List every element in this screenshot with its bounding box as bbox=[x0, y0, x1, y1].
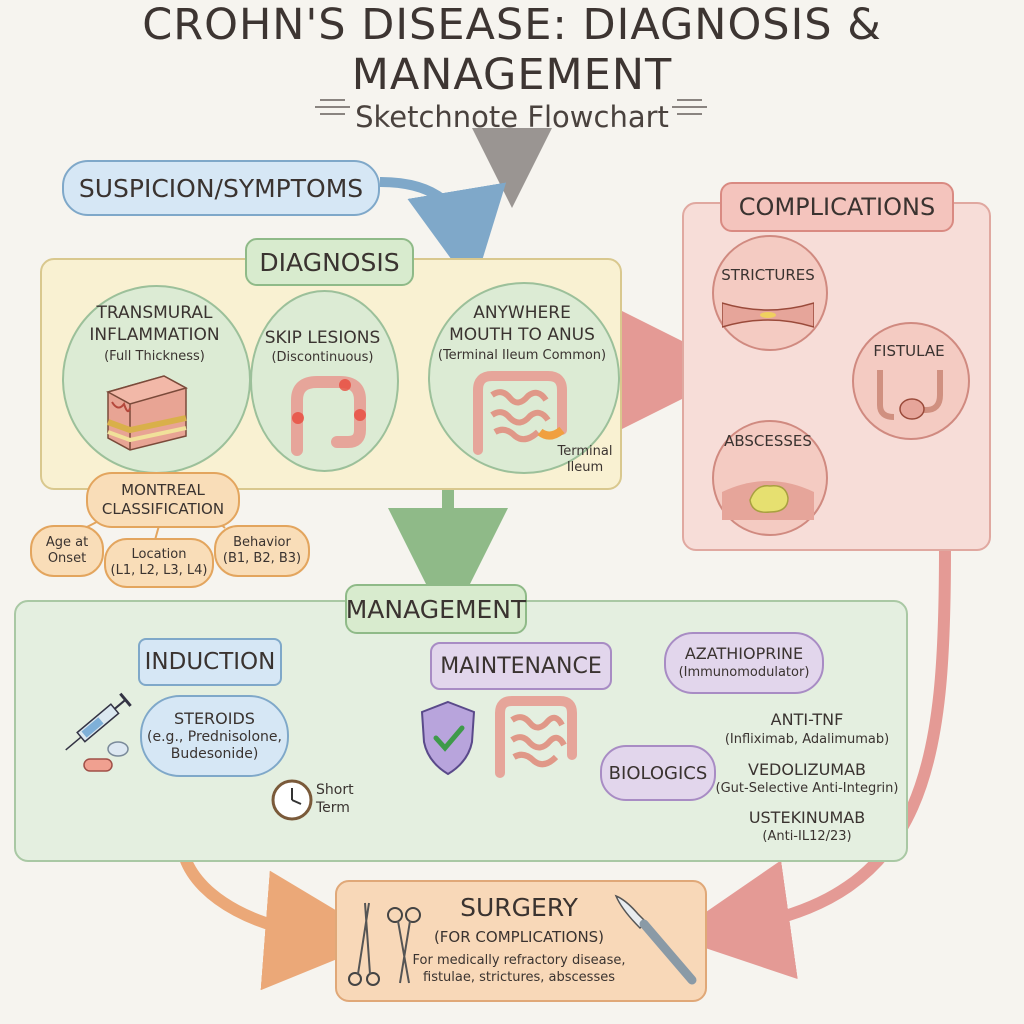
complications-to-surgery-arrow bbox=[670, 547, 951, 980]
diagnosis-header: DIAGNOSIS bbox=[245, 238, 414, 286]
ustekinumab-title: USTEKINUMAB bbox=[748, 808, 866, 827]
transmural-line2: INFLAMMATION bbox=[89, 325, 220, 345]
transmural-note: (Full Thickness) bbox=[104, 349, 205, 364]
surgery-header: SURGERY bbox=[460, 893, 578, 922]
location-node: Location (L1, L2, L3, L4) bbox=[104, 538, 214, 588]
terminal-ileum-line2: Ileum bbox=[566, 460, 604, 475]
strictures-label: STRICTURES bbox=[721, 266, 815, 284]
surgical-instruments-icon bbox=[348, 902, 421, 986]
suspicion-to-diagnosis-arrow bbox=[379, 177, 507, 290]
anti-tnf-note: (Infliximab, Adalimumab) bbox=[724, 732, 890, 747]
subtitle-left-flourish bbox=[315, 99, 350, 115]
surgery-line1: For medically refractory disease, bbox=[412, 953, 626, 968]
shield-check-icon bbox=[420, 700, 476, 776]
vedolizumab-title: VEDOLIZUMAB bbox=[748, 760, 866, 779]
fistulae-label: FISTULAE bbox=[873, 342, 945, 360]
anti-tnf-title: ANTI-TNF bbox=[770, 710, 844, 729]
anywhere-note: (Terminal Ileum Common) bbox=[437, 348, 607, 363]
montreal-line1: MONTREAL bbox=[121, 481, 205, 500]
age-line2: Onset bbox=[47, 551, 87, 566]
suspicion-symptoms-node: SUSPICION/SYMPTOMS bbox=[62, 160, 380, 216]
age-at-onset-node: Age at Onset bbox=[30, 525, 104, 577]
azathioprine-node: AZATHIOPRINE (Immunomodulator) bbox=[664, 632, 824, 694]
stricture-icon bbox=[722, 302, 814, 328]
page-title: CROHN'S DISEASE: DIAGNOSIS & MANAGEMENT bbox=[142, 0, 882, 100]
age-line1: Age at bbox=[45, 534, 89, 550]
behavior-node: Behavior (B1, B2, B3) bbox=[214, 525, 310, 577]
transmural-line1: TRANSMURAL bbox=[96, 303, 213, 323]
behavior-line1: Behavior bbox=[233, 534, 291, 550]
strictures-circle bbox=[712, 235, 828, 351]
terminal-ileum-line1: Terminal bbox=[557, 444, 613, 459]
syringe-icon bbox=[65, 692, 132, 751]
skip-lesions-title: SKIP LESIONS bbox=[264, 328, 381, 348]
behavior-line2: (B1, B2, B3) bbox=[222, 551, 302, 566]
colon-skip-lesions-icon bbox=[291, 376, 366, 456]
skip-lesions-note: (Discontinuous) bbox=[271, 350, 374, 365]
tissue-layers-icon bbox=[106, 375, 188, 451]
complications-header: COMPLICATIONS bbox=[720, 182, 954, 232]
montreal-line2: CLASSIFICATION bbox=[101, 500, 225, 518]
forceps-icon bbox=[348, 902, 380, 986]
azathioprine-line1: AZATHIOPRINE bbox=[684, 644, 804, 664]
azathioprine-line2: (Immunomodulator) bbox=[678, 664, 810, 680]
management-to-surgery-arrow bbox=[179, 855, 385, 991]
anywhere-line2: MOUTH TO ANUS bbox=[449, 325, 595, 345]
subtitle-right-flourish bbox=[672, 99, 707, 115]
steroids-line3: Budesonide) bbox=[170, 746, 259, 762]
scissors-icon bbox=[387, 907, 421, 984]
clock-icon bbox=[271, 779, 313, 821]
location-line2: (L1, L2, L3, L4) bbox=[110, 563, 208, 578]
location-line1: Location bbox=[131, 546, 187, 562]
steroids-line1: STEROIDS bbox=[174, 708, 255, 728]
fistula-icon bbox=[877, 370, 943, 420]
scalpel-icon bbox=[614, 894, 697, 985]
abscesses-label: ABSCESSES bbox=[724, 432, 812, 450]
surgery-line2: fistulae, strictures, abscesses bbox=[423, 970, 615, 985]
montreal-classification-node: MONTREAL CLASSIFICATION bbox=[86, 472, 240, 528]
pill-icon bbox=[83, 741, 129, 772]
abscess-icon bbox=[722, 481, 814, 520]
intestine-icon bbox=[473, 371, 567, 455]
short-term-line1: Short bbox=[316, 782, 354, 798]
short-term-line2: Term bbox=[316, 800, 350, 816]
ustekinumab-note: (Anti-IL12/23) bbox=[762, 829, 852, 844]
intestine-maintenance-icon bbox=[495, 696, 577, 778]
surgery-panel bbox=[335, 880, 707, 1002]
vedolizumab-note: (Gut-Selective Anti-Integrin) bbox=[715, 781, 899, 796]
steroids-line2: (e.g., Prednisolone, bbox=[147, 728, 282, 745]
induction-node: INDUCTION bbox=[138, 638, 282, 686]
biologics-node: BIOLOGICS bbox=[600, 745, 716, 801]
maintenance-node: MAINTENANCE bbox=[430, 642, 612, 690]
fistulae-circle bbox=[852, 322, 970, 440]
surgery-subheader: (FOR COMPLICATIONS) bbox=[433, 928, 605, 946]
anywhere-line1: ANYWHERE bbox=[473, 303, 571, 323]
steroids-node: STEROIDS (e.g., Prednisolone, Budesonide… bbox=[140, 695, 289, 777]
management-header: MANAGEMENT bbox=[345, 584, 527, 634]
